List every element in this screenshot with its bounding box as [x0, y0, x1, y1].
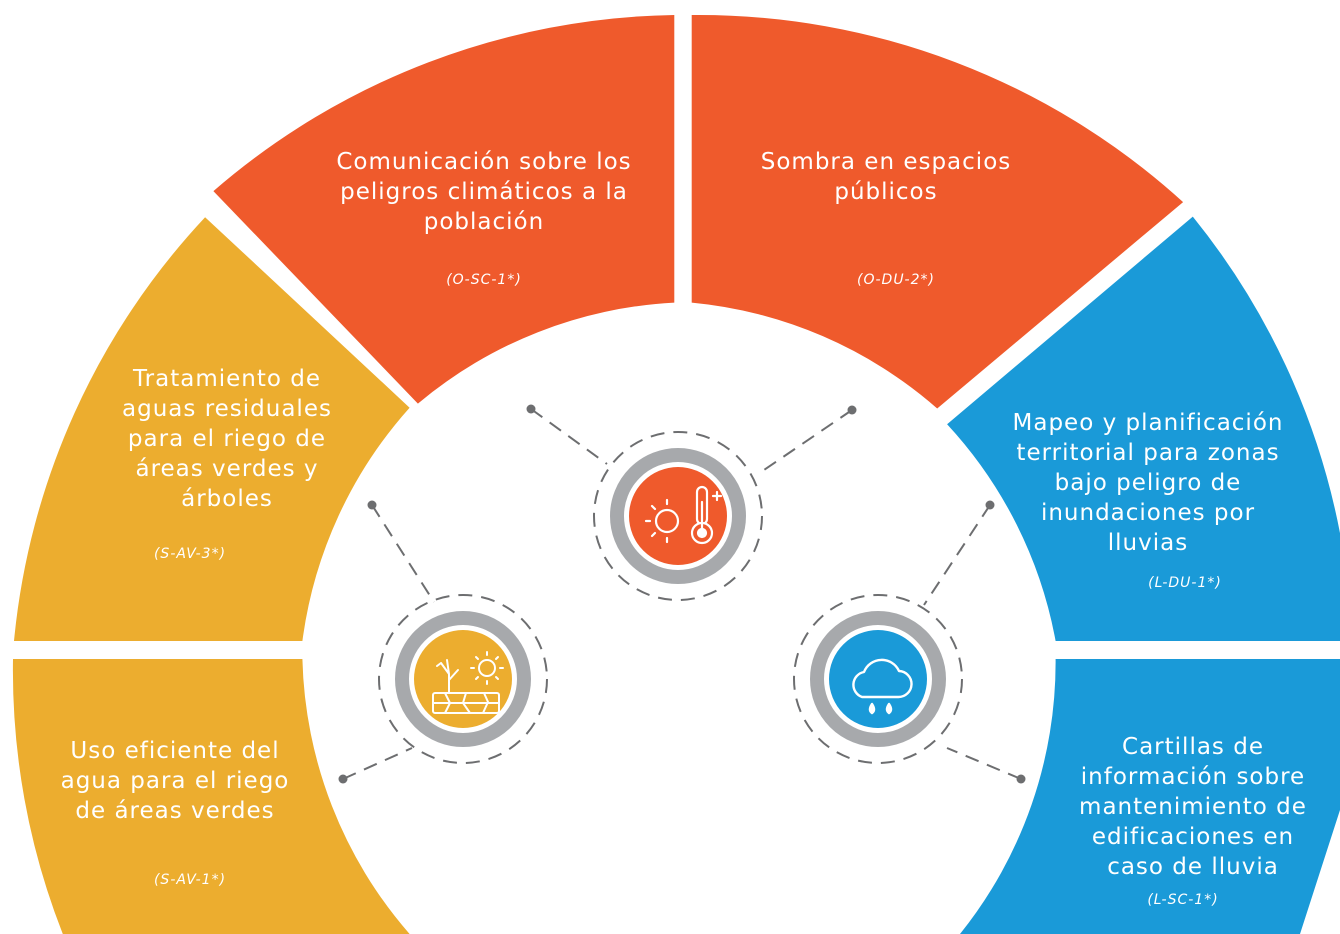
segment-o-du-2: [691, 14, 1184, 409]
segment-s-av-1: [12, 659, 410, 934]
hub-rain: [793, 594, 963, 764]
connector-rain-bottom: [946, 747, 1026, 784]
segment-l-du-1: [947, 216, 1340, 641]
rain-cloud-icon: [852, 658, 913, 715]
drought-tree-sun-icon: [432, 651, 504, 714]
segment-l-sc-1: [960, 659, 1340, 934]
measure-code-o-sc-1: (O-SC-1*): [446, 272, 522, 288]
connector-rain-top: [923, 500, 995, 606]
measure-code-l-sc-1: (L-SC-1*): [1147, 892, 1219, 908]
connector-heat-right: [763, 405, 857, 471]
measure-code-s-av-1: (S-AV-1*): [153, 872, 227, 888]
measure-code-s-av-3: (S-AV-3*): [153, 546, 227, 562]
connector-drought-top: [367, 500, 435, 603]
hub-drought: [378, 594, 548, 764]
segment-o-sc-1: [213, 15, 675, 404]
sun-thermometer-icon: [644, 485, 723, 545]
connector-drought-bottom: [338, 747, 413, 784]
segment-s-av-3: [14, 217, 410, 641]
connector-heat-left: [526, 404, 608, 465]
hub-heat: [593, 431, 763, 601]
measure-code-o-du-2: (O-DU-2*): [857, 272, 935, 288]
measure-code-l-du-1: (L-DU-1*): [1148, 575, 1222, 591]
